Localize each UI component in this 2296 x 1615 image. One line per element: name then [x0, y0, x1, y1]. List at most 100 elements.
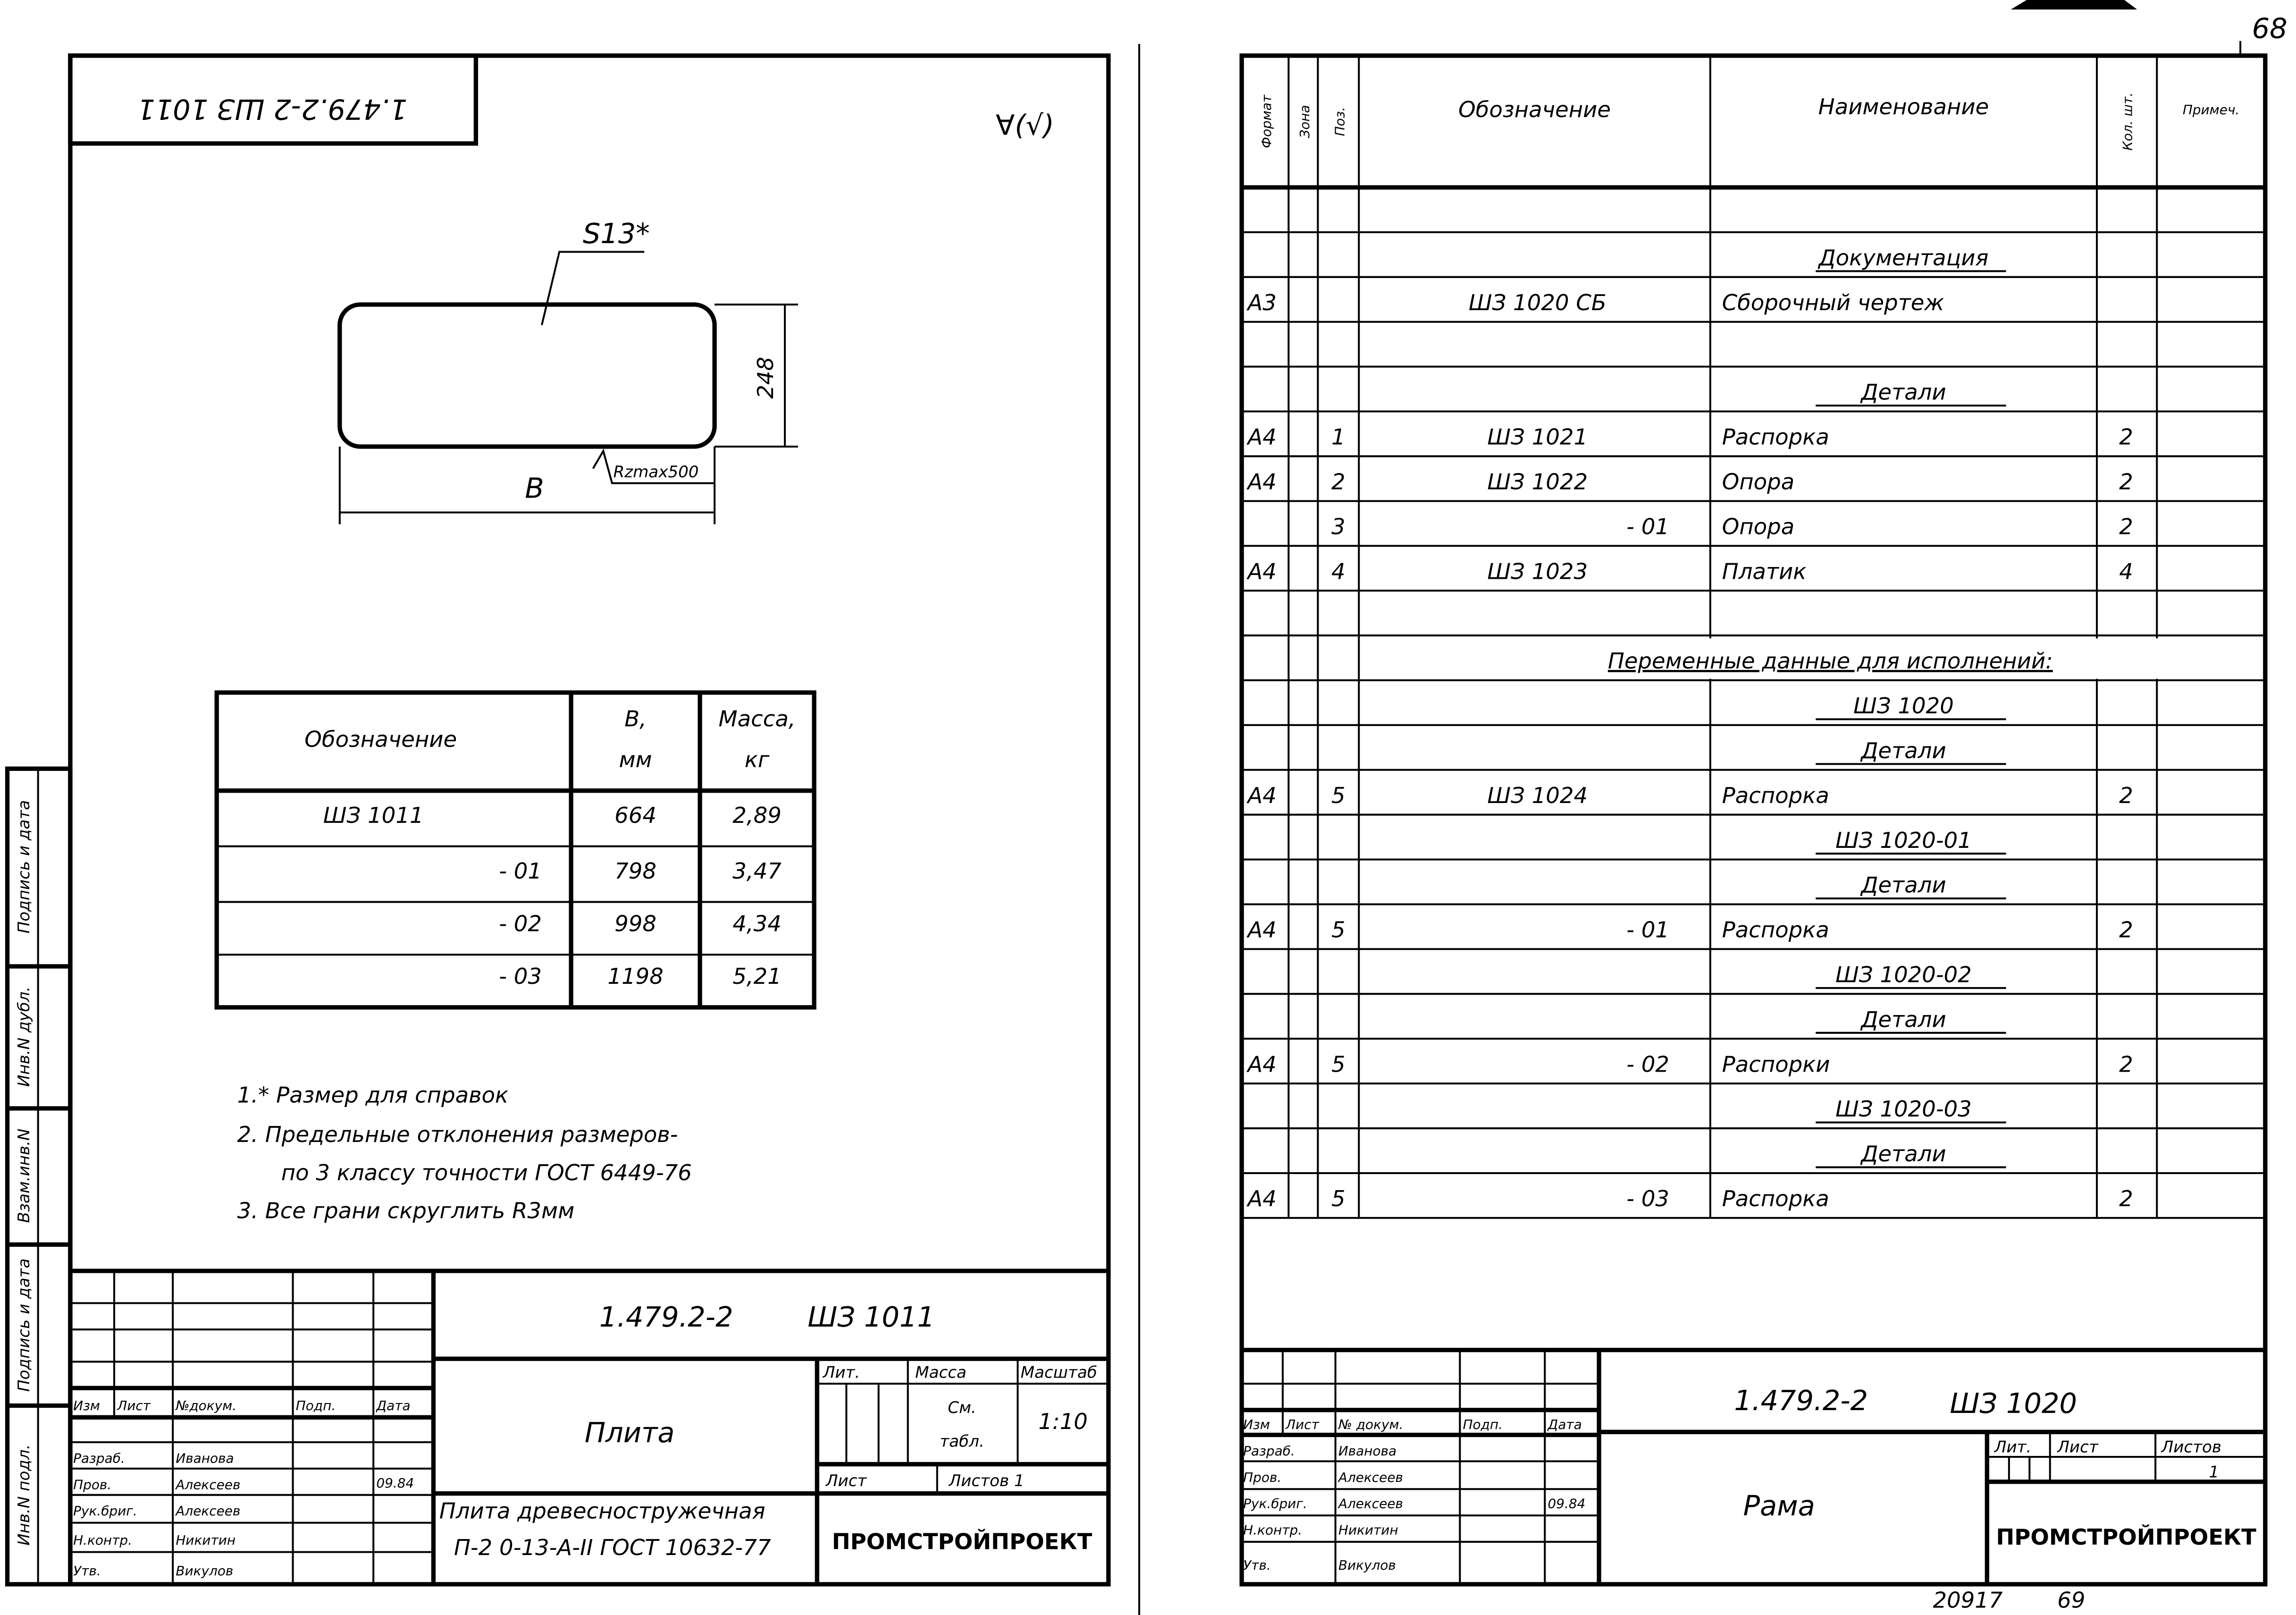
format-cell: А4: [1246, 558, 1276, 584]
section-heading: Детали: [1860, 380, 1946, 405]
signer-name: Алексеев: [1337, 1496, 1403, 1512]
name-cell: Распорка: [1722, 424, 1829, 450]
sheets-label: Листов: [2161, 1438, 2221, 1457]
table-row: Детали: [1242, 872, 2265, 905]
page-number: 68: [2252, 12, 2288, 45]
doc-code: 1.479.2-2: [1734, 1384, 1868, 1417]
role-label: Пров.: [73, 1477, 111, 1492]
header-2: Поз.: [1332, 107, 1347, 136]
sheet-label: Лист: [825, 1471, 867, 1490]
header-0: Формат: [1259, 94, 1274, 148]
corner-stamp: 1.479.2-2 ШЗ 1011: [137, 93, 407, 126]
col-sheet: Лист: [117, 1398, 151, 1413]
doc-code: 1.479.2-2: [599, 1301, 733, 1333]
mass-cell: 2,89: [732, 803, 782, 828]
strip-sign-date-1: Подпись и дата: [15, 1259, 34, 1392]
qty-cell: 2: [2119, 917, 2133, 943]
header-1: Зона: [1297, 105, 1312, 138]
mass-label: Масса: [915, 1363, 967, 1382]
doc-number: ШЗ 1020: [1950, 1387, 2077, 1420]
role-label: Утв.: [73, 1563, 101, 1579]
table-row: Детали: [1242, 1006, 2265, 1040]
organization: ПРОМСТРОЙПРОЕКТ: [1996, 1524, 2256, 1550]
format-cell: А4: [1246, 783, 1276, 808]
sheets-value: 1: [2209, 1463, 2219, 1481]
position-cell: 5: [1331, 783, 1346, 808]
name-cell: Платик: [1722, 558, 1807, 584]
height-dimension: 248: [753, 357, 778, 399]
designation-cell: ШЗ 1021: [1487, 424, 1588, 450]
role-label: Пров.: [1243, 1470, 1281, 1485]
format-cell: А4: [1246, 1051, 1276, 1077]
right-title-block: Изм Лист № докум. Подп. Дата Разраб.Иван…: [1242, 1347, 2265, 1584]
role-label: Разраб.: [1243, 1443, 1295, 1459]
strip-inv-dup: Инв.N дубл.: [15, 987, 34, 1087]
qty-cell: 2: [2119, 1051, 2133, 1077]
signer-name: Алексеев: [175, 1503, 240, 1519]
table-row: ШЗ 1020-03: [1242, 1096, 2265, 1130]
material-line-1: Плита древесностружечная: [439, 1498, 765, 1523]
signer-name: Алексеев: [1337, 1470, 1403, 1485]
signer-name: Викулов: [1338, 1557, 1396, 1573]
signer-name: Алексеев: [175, 1477, 240, 1492]
table-row: Детали: [1242, 380, 2265, 413]
approval-date: 09.84: [1548, 1496, 1586, 1512]
designation-cell: - 02: [1626, 1051, 1669, 1077]
mass-value-cont: табл.: [940, 1432, 984, 1451]
material-line-2: П-2 0-13-А-II ГОСТ 10632-77: [454, 1535, 771, 1560]
signer-name: Иванова: [176, 1450, 234, 1466]
section-heading: Детали: [1860, 872, 1946, 898]
left-frame: [68, 53, 1111, 1587]
name-cell: Распорка: [1722, 783, 1829, 808]
name-cell: Опора: [1722, 514, 1795, 539]
table-row: Детали: [1242, 1141, 2265, 1174]
designation-cell: - 01: [1626, 917, 1669, 943]
header-mass: Масса,: [719, 706, 796, 731]
col-doc-no: №докум.: [175, 1398, 236, 1413]
sheets-label: Листов 1: [948, 1471, 1025, 1490]
col-date: Дата: [1547, 1417, 1582, 1432]
qty-cell: 2: [2119, 783, 2133, 808]
plate-drawing: S13* 248 B Rzmax500: [337, 217, 798, 524]
designation-cell: - 01: [1626, 514, 1669, 539]
side-strip: Инв.N подл. Подпись и дата Взам.инв.N Ин…: [5, 766, 73, 1587]
designation-cell: ШЗ 1023: [1487, 558, 1588, 584]
position-cell: 1: [1331, 424, 1346, 450]
assembly-title: Рама: [1743, 1489, 1815, 1522]
role-label: Разраб.: [73, 1450, 125, 1466]
archive-number: 20917: [1933, 1588, 2003, 1613]
row-mask: [1362, 638, 2241, 679]
section-heading: Детали: [1860, 1006, 1946, 1032]
name-cell: Распорка: [1722, 917, 1829, 943]
format-cell: А4: [1246, 469, 1276, 495]
designation-cell: ШЗ 1011: [323, 803, 424, 828]
sheet-label: Лист: [2056, 1438, 2099, 1457]
role-label: Н.контр.: [1243, 1522, 1302, 1538]
part-title: Плита: [585, 1416, 675, 1449]
section-heading: Детали: [1860, 738, 1946, 763]
mass-cell: 4,34: [732, 911, 782, 937]
name-cell: Сборочный чертеж: [1722, 290, 1944, 315]
table-row: ШЗ 1020-02: [1242, 962, 2265, 995]
position-cell: 5: [1331, 1051, 1346, 1077]
name-cell: Опора: [1722, 469, 1795, 495]
table-row: Документация: [1242, 245, 2265, 278]
position-cell: 3: [1331, 514, 1346, 539]
qty-cell: 2: [2119, 1186, 2133, 1211]
width-dimension: B: [525, 472, 544, 505]
roughness-symbol-icon: ∀(√): [996, 109, 1054, 141]
mass-value: См.: [948, 1398, 976, 1417]
header-designation: Обозначение: [304, 727, 457, 752]
note-2: 2. Предельные отклонения размеров-: [237, 1122, 678, 1147]
header-b-unit: мм: [619, 747, 652, 772]
note-3: 3. Все грани скруглить R3мм: [237, 1198, 575, 1223]
section-heading: Переменные данные для исполнений:: [1608, 648, 2053, 674]
section-heading: ШЗ 1020-03: [1835, 1096, 1972, 1122]
